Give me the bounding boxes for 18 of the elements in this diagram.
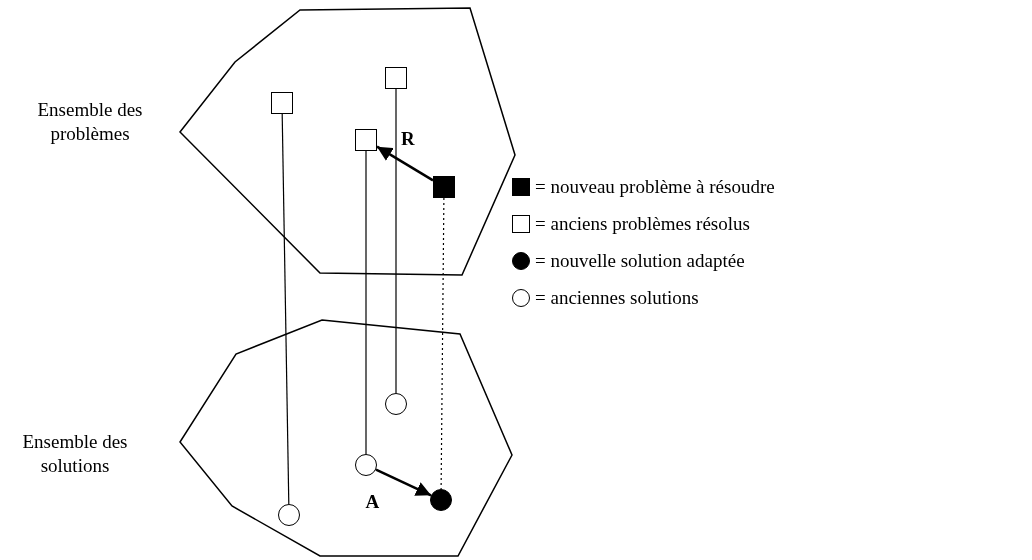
open-square-marker <box>271 92 293 114</box>
arrow <box>376 145 434 182</box>
connector-line <box>281 113 290 505</box>
connector-line <box>395 88 397 394</box>
edge-label: A <box>365 490 380 513</box>
open-square-marker <box>385 67 407 89</box>
legend-text: = nouveau problème à résoudre <box>535 176 775 198</box>
arrow <box>375 468 432 497</box>
set-label: Ensemble des problèmes <box>36 98 144 146</box>
filled-square-marker <box>433 176 455 198</box>
connector-line <box>440 197 445 490</box>
legend-text: = anciens problèmes résolus <box>535 213 750 235</box>
open-square-marker <box>355 129 377 151</box>
legend-text: = nouvelle solution adaptée <box>535 250 745 272</box>
set-label: Ensemble des solutions <box>21 430 129 478</box>
edge-label: R <box>401 127 415 150</box>
legend-text: = anciennes solutions <box>535 287 699 309</box>
connector-line <box>365 150 367 455</box>
